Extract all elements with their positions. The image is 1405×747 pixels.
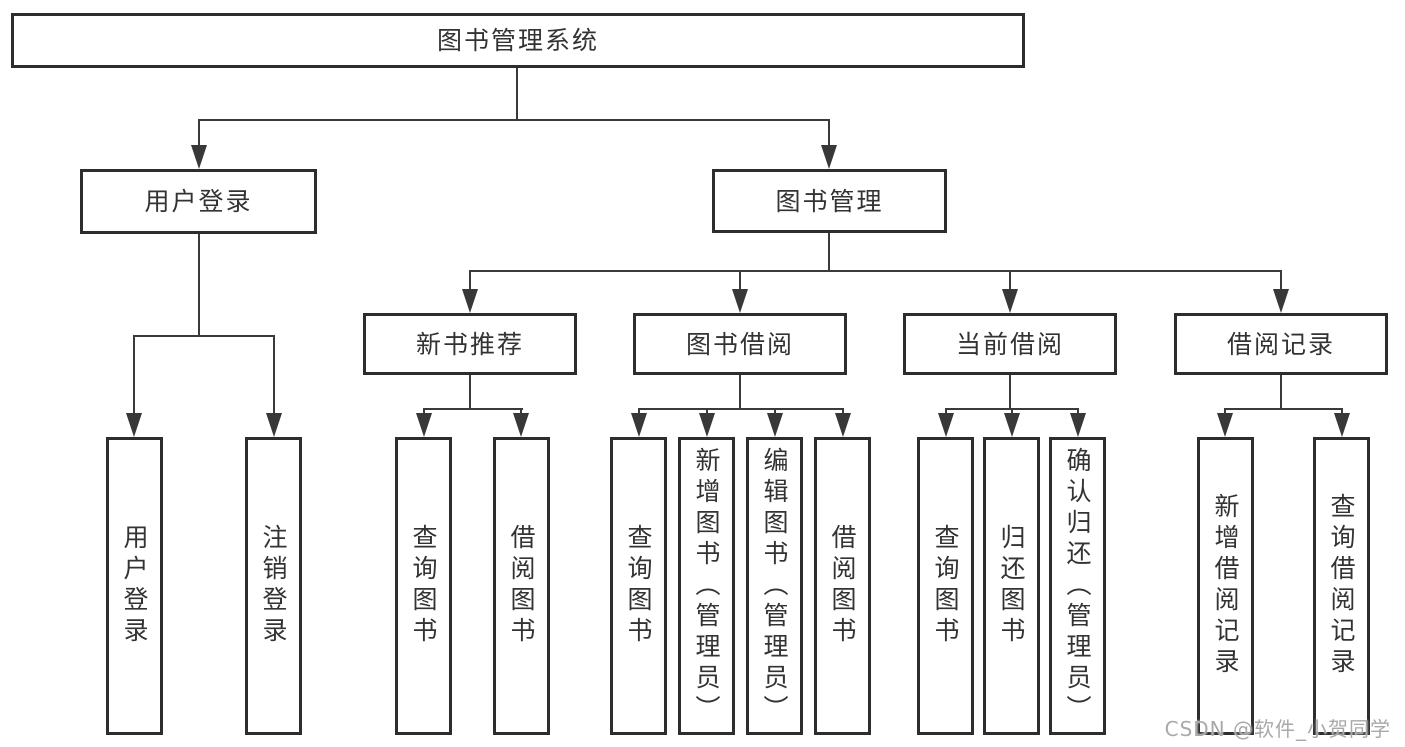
connector-bar: [133, 335, 275, 337]
leaf-return-book: 归还图书: [983, 437, 1040, 735]
connector-stem: [828, 119, 830, 146]
leaf-add-borrow-record: 新增借阅记录: [1197, 437, 1254, 735]
connector-stem: [774, 408, 776, 415]
arrow-down-icon: [631, 413, 647, 437]
connector-root-bar: [198, 119, 830, 121]
leaf-query-book-current: 查询图书: [917, 437, 974, 735]
node-book-management: 图书管理: [712, 169, 947, 233]
connector-stem: [739, 270, 741, 290]
connector-stem: [828, 233, 830, 271]
arrow-down-icon: [462, 289, 478, 313]
arrow-down-icon: [513, 413, 529, 437]
arrow-down-icon: [835, 413, 851, 437]
connector-stem: [1077, 408, 1079, 415]
arrow-down-icon: [1217, 413, 1233, 437]
arrow-down-icon: [1070, 413, 1086, 437]
node-user-login: 用户登录: [80, 169, 317, 234]
leaf-borrow-book-recommend: 借阅图书: [493, 437, 550, 735]
arrow-down-icon: [699, 413, 715, 437]
leaf-query-borrow-record: 查询借阅记录: [1313, 437, 1370, 735]
connector-stem: [1280, 375, 1282, 409]
leaf-query-book-recommend: 查询图书: [395, 437, 452, 735]
connector-stem: [1280, 270, 1282, 290]
arrow-down-icon: [767, 413, 783, 437]
connector-stem: [638, 408, 640, 415]
connector-stem: [1009, 375, 1011, 409]
connector-stem: [273, 335, 275, 415]
arrow-down-icon: [732, 289, 748, 313]
connector-stem: [706, 408, 708, 415]
connector-stem: [1011, 408, 1013, 415]
connector-bar: [469, 270, 1282, 272]
connector-stem: [945, 408, 947, 415]
arrow-down-icon: [1004, 413, 1020, 437]
leaf-add-book-admin: 新增图书（管理员）: [678, 437, 735, 735]
arrow-down-icon: [126, 413, 142, 437]
csdn-watermark: CSDN @软件_小贺同学: [1164, 717, 1391, 741]
leaf-user-login: 用户登录: [106, 437, 163, 735]
connector-bar: [1224, 408, 1343, 410]
connector-stem: [198, 119, 200, 146]
connector-bar: [638, 408, 844, 410]
connector-stem: [469, 375, 471, 409]
connector-stem: [1009, 270, 1011, 290]
arrow-down-icon: [191, 145, 207, 169]
arrow-down-icon: [938, 413, 954, 437]
connector-stem: [469, 270, 471, 290]
connector-root-stem: [516, 68, 518, 120]
arrow-down-icon: [266, 413, 282, 437]
connector-stem: [423, 408, 425, 415]
connector-stem: [1341, 408, 1343, 415]
node-book-borrow: 图书借阅: [633, 313, 847, 375]
node-book-management-system: 图书管理系统: [11, 13, 1025, 68]
leaf-query-book-borrow: 查询图书: [610, 437, 667, 735]
connector-stem: [520, 408, 522, 415]
connector-stem: [842, 408, 844, 415]
leaf-logout-login: 注销登录: [245, 437, 302, 735]
node-new-book-recommend: 新书推荐: [363, 313, 577, 375]
connector-stem: [1224, 408, 1226, 415]
leaf-edit-book-admin: 编辑图书（管理员）: [746, 437, 803, 735]
arrow-down-icon: [821, 145, 837, 169]
node-current-borrow: 当前借阅: [903, 313, 1117, 375]
connector-stem: [198, 234, 200, 336]
arrow-down-icon: [1002, 289, 1018, 313]
connector-stem: [133, 335, 135, 415]
connector-stem: [739, 375, 741, 409]
leaf-borrow-book: 借阅图书: [814, 437, 871, 735]
arrow-down-icon: [1334, 413, 1350, 437]
node-borrow-record: 借阅记录: [1174, 313, 1388, 375]
arrow-down-icon: [1273, 289, 1289, 313]
connector-bar: [423, 408, 523, 410]
arrow-down-icon: [416, 413, 432, 437]
leaf-confirm-return-admin: 确认归还（管理员）: [1049, 437, 1106, 735]
